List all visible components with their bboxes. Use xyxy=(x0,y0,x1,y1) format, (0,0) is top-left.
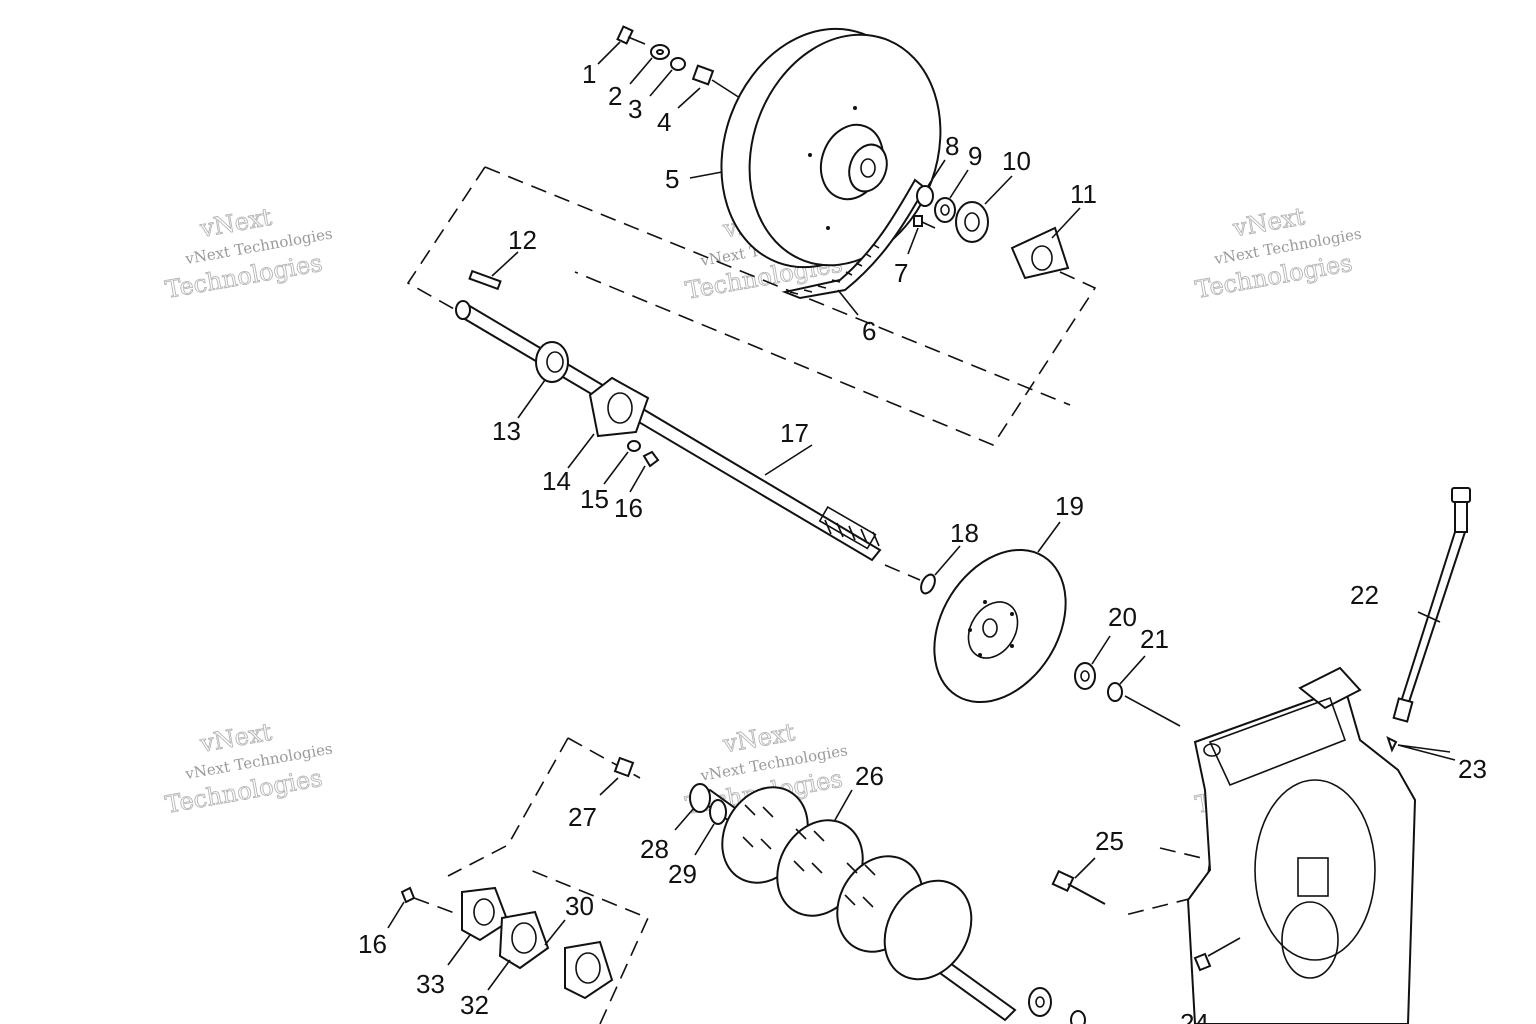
callout-19: 19 xyxy=(1055,491,1084,521)
part-key-12 xyxy=(468,251,519,291)
part-washer-8 xyxy=(916,159,946,207)
part-flange-30 xyxy=(544,919,614,1000)
part-bolt-7 xyxy=(907,215,936,255)
callout-8: 8 xyxy=(945,131,959,161)
callout-11: 11 xyxy=(1070,179,1097,209)
callout-1: 1 xyxy=(582,59,596,89)
callout-10: 10 xyxy=(1002,146,1031,176)
callout-7: 7 xyxy=(894,258,908,288)
watermark-left-bottom: vNext vNext Technologies Technologies xyxy=(163,717,334,819)
part-flange-14 xyxy=(567,376,650,469)
callout-25: 25 xyxy=(1095,826,1124,856)
part-bolt-27 xyxy=(599,756,635,796)
part-oring-18 xyxy=(884,545,961,595)
part-driven-sprocket-5 xyxy=(689,27,942,269)
callout-14: 14 xyxy=(542,466,571,496)
part-gasket-32 xyxy=(487,910,550,991)
part-clip-23 xyxy=(1386,736,1456,761)
part-bearing-20 xyxy=(1074,635,1111,690)
part-lock-washer-3 xyxy=(649,57,686,97)
part-seal-29 xyxy=(694,799,727,856)
part-nut-24 xyxy=(1193,937,1241,972)
callout-12: 12 xyxy=(508,225,537,255)
callout-21: 21 xyxy=(1140,624,1169,654)
callout-22: 22 xyxy=(1350,580,1379,610)
part-nut-16-lower xyxy=(387,886,461,929)
part-ring-21 xyxy=(1107,655,1181,727)
callout-labels: 1 2 3 4 5 6 7 8 9 10 11 12 13 14 15 16 1… xyxy=(358,59,1487,1024)
callout-29: 29 xyxy=(668,859,697,889)
callout-33: 33 xyxy=(416,969,445,999)
callout-27: 27 xyxy=(568,802,597,832)
callout-23: 23 xyxy=(1458,754,1487,784)
part-bearing-28 xyxy=(674,783,711,831)
callout-32: 32 xyxy=(460,990,489,1020)
part-washer-2 xyxy=(629,44,670,85)
callout-24: 24 xyxy=(1180,1008,1209,1024)
callout-16-upper: 16 xyxy=(614,493,643,523)
callout-16-lower: 16 xyxy=(358,929,387,959)
part-bearing-flange-33 xyxy=(447,886,510,966)
watermark-left-top: vNext vNext Technologies Technologies xyxy=(163,202,334,304)
part-flange-10 xyxy=(955,175,1013,243)
part-bearing-9 xyxy=(934,169,969,223)
part-washer-15 xyxy=(603,440,641,485)
callout-6: 6 xyxy=(862,316,876,346)
callout-26: 26 xyxy=(855,761,884,791)
part-bearing-plate-11 xyxy=(1010,207,1081,280)
callout-2: 2 xyxy=(608,81,622,111)
assembly-outline-lower xyxy=(447,737,1211,1024)
callout-13: 13 xyxy=(492,416,521,446)
part-bolt-1 xyxy=(597,25,646,65)
callout-15: 15 xyxy=(580,484,609,514)
callout-20: 20 xyxy=(1108,602,1137,632)
part-bolt-25 xyxy=(1051,857,1106,905)
part-bearing-13 xyxy=(517,341,569,419)
part-dipstick-22 xyxy=(1392,487,1471,723)
part-end-bearing xyxy=(1028,987,1086,1024)
callout-4: 4 xyxy=(657,107,671,137)
part-chain-6 xyxy=(781,178,927,316)
part-spacer-4 xyxy=(677,64,741,109)
callout-3: 3 xyxy=(628,94,642,124)
callout-30: 30 xyxy=(565,891,594,921)
callout-28: 28 xyxy=(640,834,669,864)
callout-18: 18 xyxy=(950,518,979,548)
callout-17: 17 xyxy=(780,418,809,448)
part-track-driveshaft-26 xyxy=(698,786,1017,1022)
part-chaincase-housing xyxy=(1186,666,1417,1024)
assembly-outline-upper xyxy=(406,166,1097,446)
watermark-right-top: vNext vNext Technologies Technologies xyxy=(1193,202,1363,305)
part-brake-disc-19 xyxy=(933,521,1067,704)
callout-5: 5 xyxy=(665,164,679,194)
callout-9: 9 xyxy=(968,141,982,171)
part-nut-16-upper xyxy=(629,450,660,493)
